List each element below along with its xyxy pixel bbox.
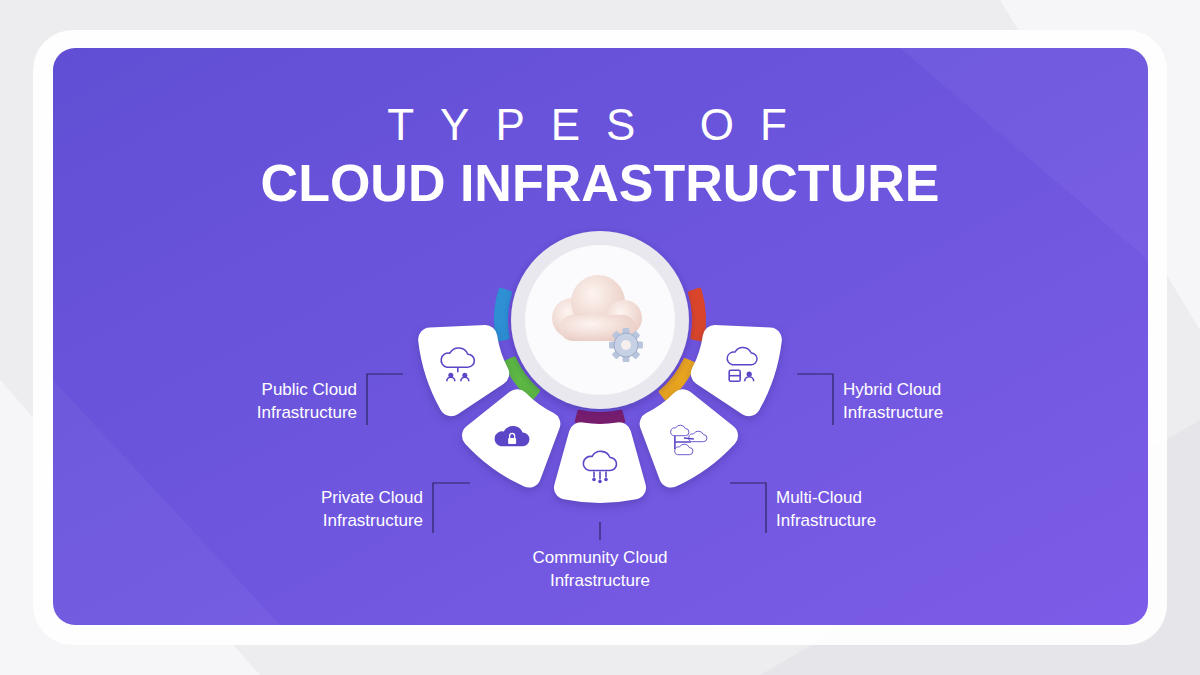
card-label: Private Cloud Infrastructure (293, 486, 423, 532)
gear-body (614, 333, 638, 357)
gear-icon (609, 328, 643, 362)
icon-stroke (583, 451, 616, 470)
icon-stroke (594, 472, 606, 480)
card-label: Multi-Cloud Infrastructure (776, 486, 906, 532)
cloud-type-card: Community Cloud Infrastructure (551, 420, 649, 503)
cloud-type-card: Hybrid Cloud Infrastructure (686, 324, 783, 422)
card-icon (727, 347, 757, 381)
card-icon (495, 426, 530, 446)
card-label: Community Cloud Infrastructure (525, 546, 675, 592)
cloud-type-card: Private Cloud Infrastructure (456, 384, 564, 492)
card-label: Hybrid Cloud Infrastructure (843, 378, 973, 424)
icon-stroke (729, 370, 740, 381)
card-wedge (640, 389, 738, 487)
panel-shape (900, 48, 1148, 260)
card-wedge (418, 325, 509, 416)
icon-stroke (729, 375, 740, 377)
center-disc (525, 245, 675, 395)
card-icon (583, 451, 616, 483)
leader-line (797, 374, 833, 425)
card-wedge (691, 325, 782, 416)
icon-stroke (727, 347, 757, 364)
card-wedge (462, 389, 560, 487)
leader-line (730, 483, 766, 533)
icon-stroke (745, 377, 754, 382)
card-shape (456, 384, 564, 492)
icon-stroke (447, 367, 469, 381)
card-icon (441, 348, 474, 381)
frame (33, 30, 1167, 645)
leader-line (599, 522, 600, 540)
icon-stroke (441, 348, 474, 367)
card-wedge (554, 422, 646, 503)
icon-stroke (604, 478, 608, 482)
card-shape (551, 420, 649, 503)
card-icon (671, 425, 707, 455)
card-label: Public Cloud Infrastructure (227, 378, 357, 424)
card-shape (686, 324, 783, 422)
panel (53, 48, 1148, 625)
cloud-illustration (552, 275, 642, 341)
leader-line (367, 374, 403, 425)
leader-line (433, 483, 470, 533)
icon-stroke (598, 480, 602, 484)
icon-stroke (592, 478, 596, 482)
gear-hole (621, 340, 631, 350)
diagram-title: TYPES OF CLOUD INFRASTRUCTURE (250, 92, 950, 215)
center-illustration (511, 231, 689, 409)
center-ring (511, 231, 689, 409)
panel-shape (53, 380, 280, 625)
